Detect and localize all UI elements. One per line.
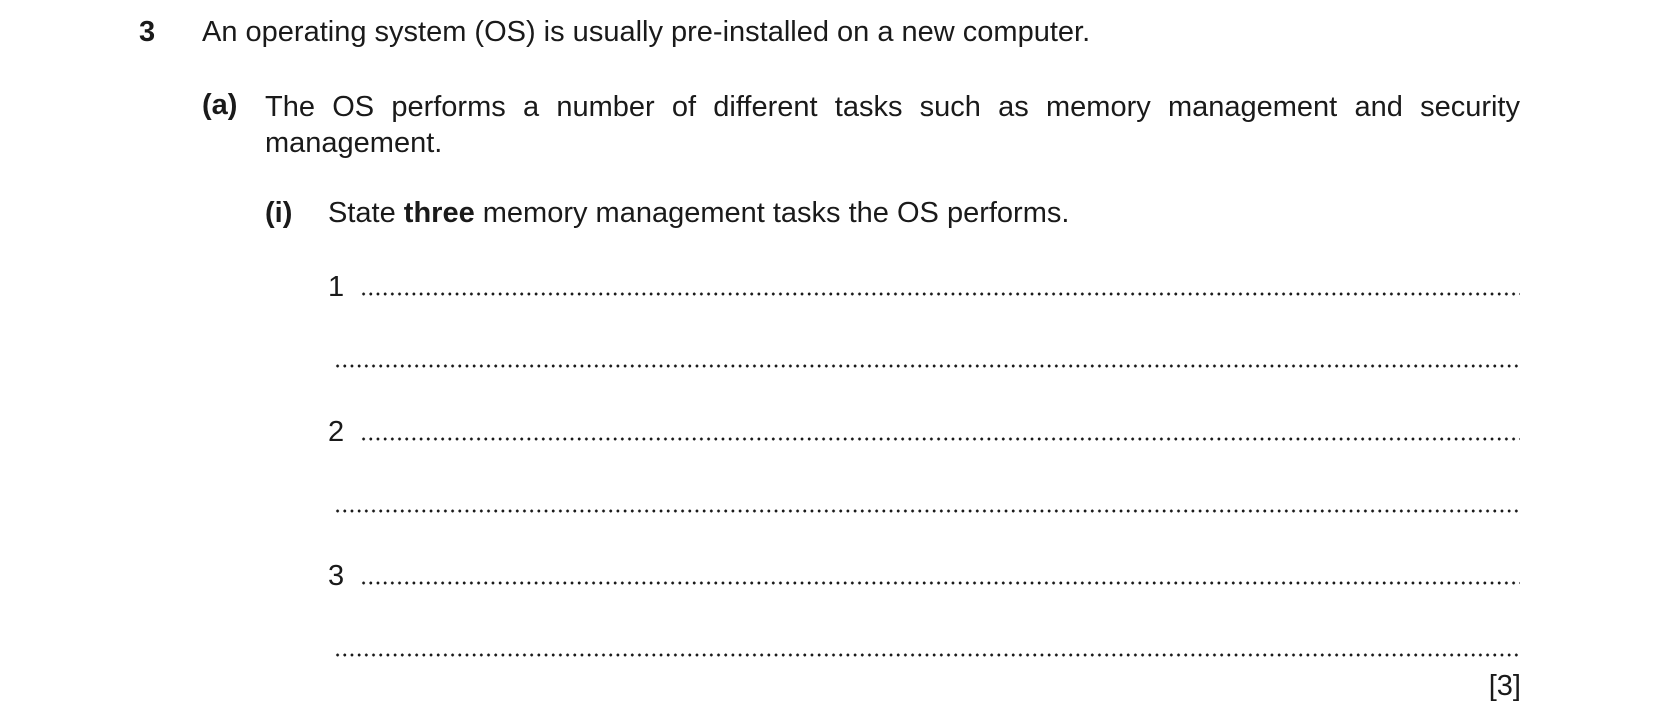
part-a-text: The OS performs a number of different ta… bbox=[265, 91, 1520, 159]
answer-line-1a[interactable] bbox=[360, 292, 1520, 296]
sub-i-text: State three memory management tasks the … bbox=[328, 197, 1069, 230]
question-stem: An operating system (OS) is usually pre-… bbox=[202, 16, 1091, 48]
marks-indicator: [3] bbox=[1488, 670, 1521, 702]
answer-number-3: 3 bbox=[328, 560, 345, 592]
answer-number-2: 2 bbox=[328, 416, 345, 448]
answer-line-2b[interactable] bbox=[334, 509, 1520, 513]
sub-i-label: (i) bbox=[265, 197, 293, 229]
sub-i-text-after: memory management tasks the OS performs. bbox=[474, 197, 1070, 229]
question-number: 3 bbox=[139, 16, 156, 48]
part-a-label: (a) bbox=[202, 89, 238, 121]
sub-i-text-before: State bbox=[328, 197, 404, 229]
answer-number-1: 1 bbox=[328, 271, 345, 303]
answer-line-3a[interactable] bbox=[360, 581, 1520, 585]
answer-line-1b[interactable] bbox=[334, 364, 1520, 368]
answer-line-3b[interactable] bbox=[334, 653, 1520, 657]
sub-i-text-bold: three bbox=[403, 197, 475, 229]
answer-line-2a[interactable] bbox=[360, 437, 1520, 441]
